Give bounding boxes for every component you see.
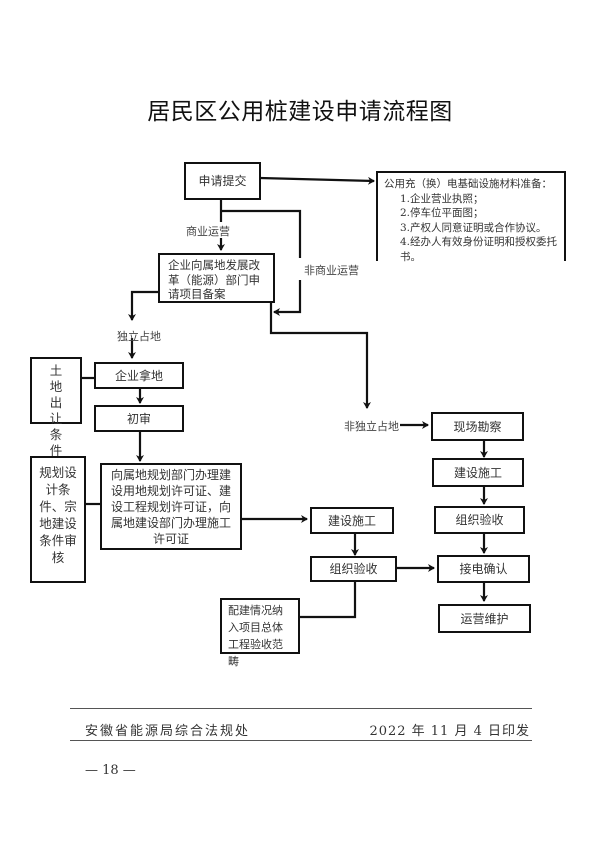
- node-acceptance-b-label: 组织验收: [455, 513, 504, 527]
- node-operation: 运营维护: [438, 604, 531, 633]
- node-planning-review: 规划设计条件、宗地建设条件审核: [30, 456, 86, 583]
- node-project-filing-label: 企业向属地发展改革（能源）部门申请项目备案: [168, 258, 260, 301]
- node-included-note: 配建情况纳入项目总体工程验收范畴: [220, 598, 300, 668]
- materials-title: 公用充（换）电基础设施材料准备：: [384, 178, 552, 190]
- edge-label-non-independent-land: 非独立占地: [344, 420, 399, 433]
- node-site-survey: 现场勘察: [431, 412, 524, 441]
- node-materials: 公用充（换）电基础设施材料准备： 1.企业营业执照； 2.停车位平面图； 3.产…: [376, 171, 566, 263]
- node-operation-label: 运营维护: [460, 611, 509, 626]
- node-permits-label: 向属地规划部门办理建设用地规划许可证、建设工程规划许可证，向属地建设部门办理施工…: [110, 467, 231, 546]
- node-submit: 申请提交: [184, 162, 261, 200]
- footer-issuer: 安徽省能源局综合法规处: [85, 724, 251, 739]
- node-acceptance-b: 组织验收: [434, 506, 525, 534]
- node-construction-a-label: 建设施工: [327, 513, 376, 528]
- page-number: — 18 —: [85, 763, 136, 778]
- edge-label-independent-land: 独立占地: [117, 330, 161, 343]
- node-project-filing: 企业向属地发展改革（能源）部门申请项目备案: [158, 253, 275, 303]
- node-planning-review-label: 规划设计条件、宗地建设条件审核: [39, 465, 77, 565]
- node-site-survey-label: 现场勘察: [453, 419, 502, 434]
- footer-top-rule: [70, 708, 532, 709]
- materials-item: 3.产权人同意证明或合作协议。: [400, 221, 547, 234]
- node-prelim-review-label: 初审: [126, 411, 151, 426]
- arrow-non-commercial: [222, 209, 302, 258]
- materials-item: 4.经办人有效身份证明和授权委托书。: [400, 236, 558, 263]
- node-submit-label: 申请提交: [198, 174, 247, 188]
- page-title: 居民区公用桩建设申请流程图: [147, 99, 453, 125]
- node-prelim-review: 初审: [94, 405, 184, 432]
- node-construction-b-label: 建设施工: [453, 465, 502, 480]
- materials-item: 1.企业营业执照；: [400, 192, 484, 205]
- node-land-acquire: 企业拿地: [94, 362, 184, 389]
- node-power-confirm-label: 接电确认: [459, 562, 508, 576]
- footer-bottom-rule: [70, 740, 532, 741]
- node-acceptance-a: 组织验收: [310, 556, 397, 582]
- node-construction-b: 建设施工: [432, 458, 524, 487]
- node-permits: 向属地规划部门办理建设用地规划许可证、建设工程规划许可证，向属地建设部门办理施工…: [100, 463, 242, 550]
- arrow-submit-to-materials: [259, 176, 375, 185]
- node-land-review: 土地出让条件审核: [30, 357, 82, 490]
- node-included-note-label: 配建情况纳入项目总体工程验收范畴: [228, 604, 283, 668]
- node-construction-a: 建设施工: [310, 507, 394, 534]
- edge-label-non-commercial: 非商业运营: [304, 264, 359, 277]
- node-power-confirm: 接电确认: [437, 555, 530, 583]
- footer-date: 2022 年 11 月 4 日印发: [369, 724, 530, 739]
- edge-label-commercial: 商业运营: [186, 225, 230, 238]
- arrow-non-independent-land: [269, 302, 371, 409]
- materials-item: 2.停车位平面图；: [400, 207, 484, 219]
- node-acceptance-a-label: 组织验收: [329, 562, 378, 576]
- node-land-acquire-label: 企业拿地: [114, 368, 163, 383]
- arrow-independent-land: [128, 290, 158, 321]
